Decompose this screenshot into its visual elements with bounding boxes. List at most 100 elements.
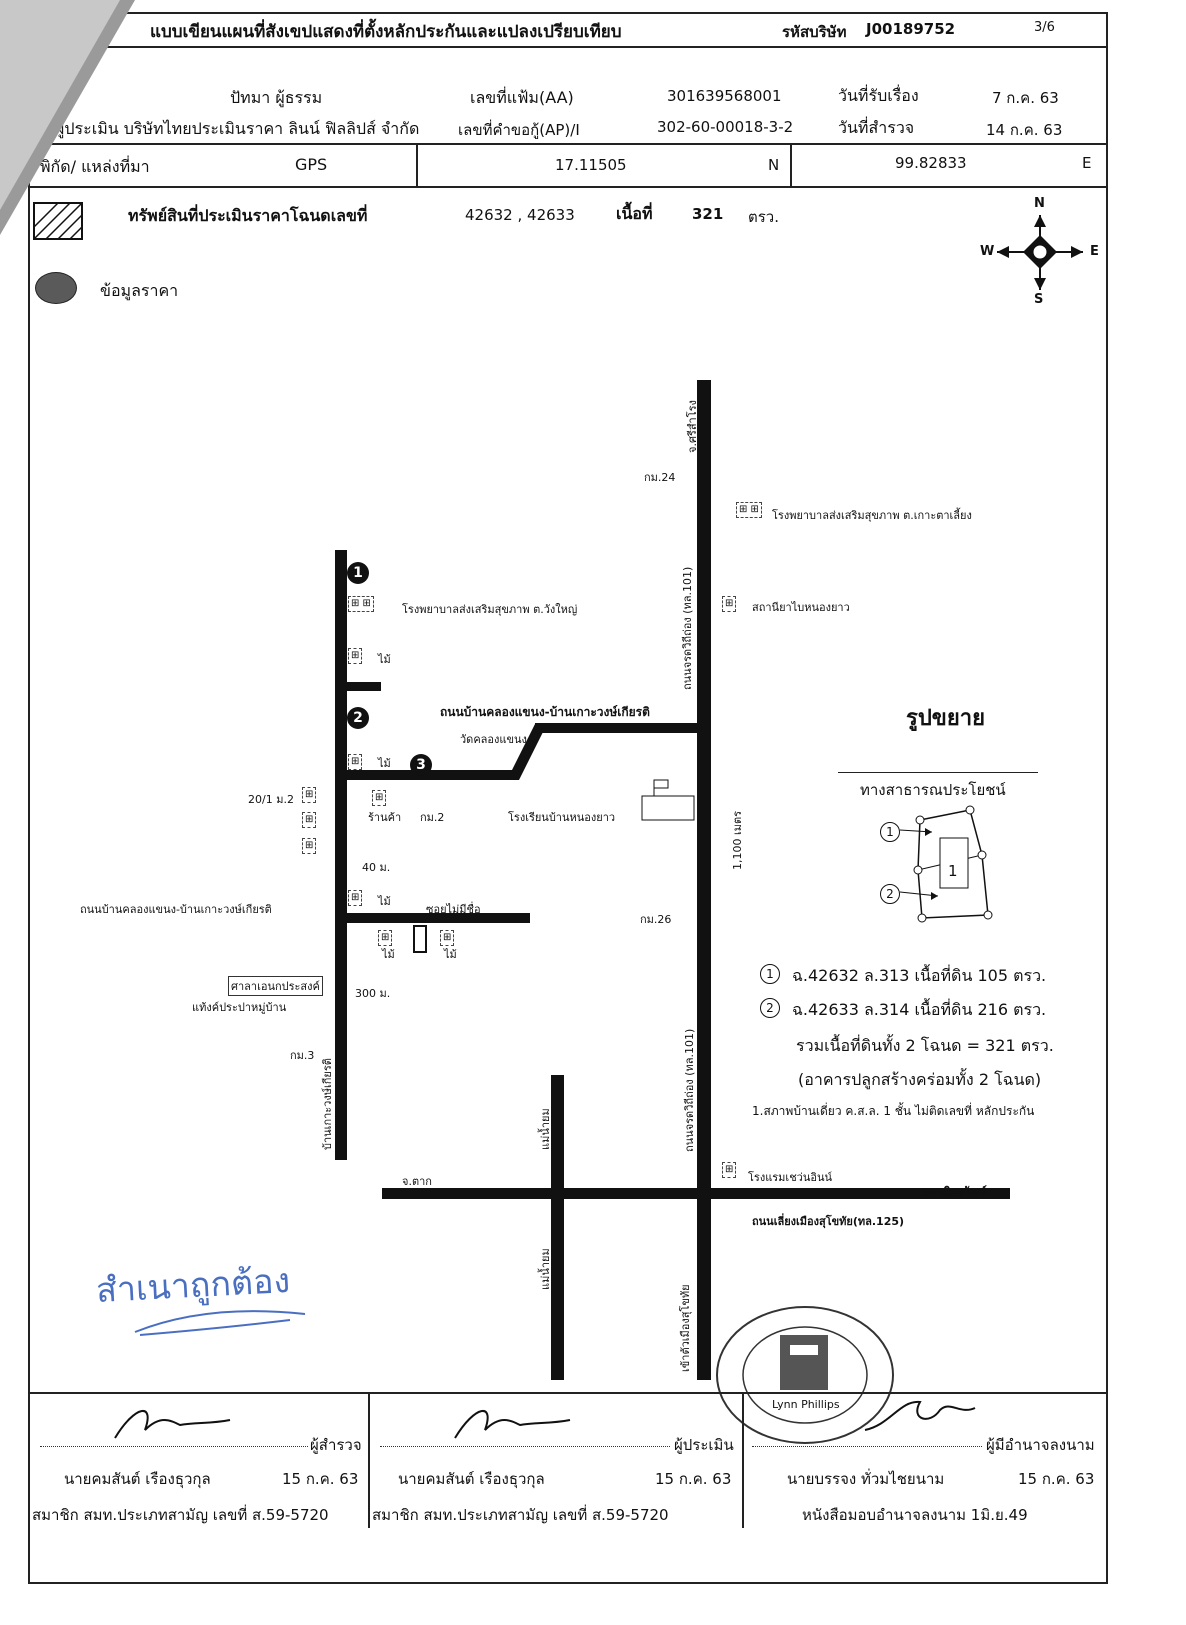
label-wood-c: ไม้ (378, 895, 391, 908)
label-hotel: โรงแรมเชว่นอินน์ (748, 1171, 833, 1184)
label-km26: กม.26 (640, 913, 672, 926)
appraiser-member: สมาชิก สมท.ประเภทสามัญ เลขที่ ส.59-5720 (372, 1506, 669, 1524)
road-to-temple (347, 770, 517, 780)
asset-label: ทรัพย์สินที่ประเมินราคาโฉนดเลขที่ (128, 206, 368, 225)
received-date: 7 ก.ค. 63 (992, 89, 1059, 107)
loan-req-no: 302-60-00018-3-2 (657, 118, 794, 136)
footer-dots (380, 1446, 670, 1447)
label-soi: ซอยไม่มีชื่อ (426, 903, 481, 916)
building-icon: ⊞ ⊞ (348, 596, 374, 612)
surveyor-role: ผู้สำรวจ (310, 1436, 362, 1454)
label-tak: จ.ตาก (402, 1175, 432, 1188)
label-40m: 40 ม. (362, 861, 391, 874)
road-temple-to-highway (535, 723, 700, 733)
label-house-201: 20/1 ม.2 (248, 793, 294, 806)
header-divider (28, 46, 1106, 48)
appraiser-date: 15 ก.ค. 63 (655, 1470, 732, 1488)
deed-note-1: 1.สภาพบ้านเดี่ยว ค.ส.ล. 1 ชั้น ไม่ติดเลข… (752, 1104, 1035, 1118)
label-shop: ร้านค้า (368, 811, 402, 824)
building-icon: ⊞ (348, 890, 363, 906)
label-yom-2: แม่น้ำยม (539, 1248, 552, 1290)
deed-building-note: (อาคารปลูกสร้างคร่อมทั้ง 2 โฉนด) (798, 1070, 1042, 1089)
authorized-letter: หนังสือมอบอำนาจลงนาม 1มิ.ย.49 (802, 1506, 1028, 1524)
longitude-dir: E (1082, 154, 1092, 172)
surveyor-name: นายคมสันต์ เรืองธุวกุล (64, 1470, 211, 1488)
label-hospital-2: โรงพยาบาลส่งเสริมสุขภาพ ต.วังใหญ่ (402, 603, 578, 616)
footer-dots (40, 1446, 308, 1447)
footer-col (368, 1392, 370, 1528)
inset-plot-diagram (899, 805, 993, 923)
label-300m: 300 ม. (355, 987, 391, 1000)
received-label: วันที่รับเรื่อง (838, 86, 919, 105)
label-wood-b: ไม้ (378, 757, 391, 770)
footer-dots (752, 1446, 982, 1447)
latitude: 17.11505 (555, 156, 627, 174)
building-icon: ⊞ (722, 596, 737, 612)
surveyor-date: 15 ก.ค. 63 (282, 1470, 359, 1488)
label-temple: วัดคลองแขนง (460, 733, 527, 746)
header-divider (28, 143, 1106, 145)
inset-circle-2: 2 (880, 884, 900, 904)
building-icon: ⊞ (372, 790, 387, 806)
label-water-tank: แท้งค์ประปาหมู่บ้าน (192, 1001, 287, 1014)
school-icon (641, 779, 695, 821)
page-title: แบบเขียนแผนที่สังเขปแสดงที่ตั้งหลักประกั… (150, 22, 622, 42)
authorized-name: นายบรรจง ทั่วมไชยนาม (787, 1470, 945, 1488)
compass-w: W (980, 244, 995, 259)
coord-label: พิกัด/ แหล่งที่มา (40, 157, 150, 176)
building-icon: ⊞ (302, 812, 317, 828)
appraiser-name: นายคมสันต์ เรืองธุวกุล (398, 1470, 545, 1488)
building-icon: ⊞ (378, 930, 393, 946)
label-sala: ศาลาเอนกประสงค์ (228, 976, 323, 996)
company-seal-icon (716, 1306, 894, 1444)
marker-3: 3 (410, 754, 432, 776)
file-no: 301639568001 (667, 87, 782, 105)
label-km2: กม.2 (420, 811, 445, 824)
coord-divider (416, 143, 418, 186)
highway-101 (697, 380, 711, 1380)
file-no-label: เลขที่แฟ้ม(AA) (470, 88, 574, 107)
short-spur-road (347, 682, 381, 691)
soi-no-name (347, 913, 530, 923)
footer-col (742, 1392, 744, 1528)
authorized-role: ผู้มีอำนาจลงนาม (986, 1436, 1095, 1454)
authorized-date: 15 ก.ค. 63 (1018, 1470, 1095, 1488)
singhawat-road (382, 1188, 1010, 1199)
price-label: ข้อมูลราคา (100, 281, 179, 300)
plot-marker (413, 925, 427, 953)
label-wood-d: ไม้ (382, 948, 395, 961)
label-hospital-1: โรงพยาบาลส่งเสริมสุขภาพ ต.เกาะตาเลี้ยง (772, 509, 972, 522)
deed-numbers: 42632 , 42633 (465, 206, 575, 224)
label-wood-a: ไม้ (378, 653, 391, 666)
page-number: 3/6 (1034, 20, 1055, 35)
label-yom-1: แม่น้ำยม (539, 1108, 552, 1150)
price-dot-icon (35, 272, 77, 304)
hatched-legend-icon (33, 202, 83, 240)
longitude: 99.82833 (895, 154, 967, 172)
left-village-road (335, 550, 347, 1160)
folded-corner (0, 0, 135, 235)
inset-plot-number: 1 (948, 862, 958, 880)
deed-1-circle: 1 (760, 964, 780, 984)
inset-circle-1: 1 (880, 822, 900, 842)
building-icon: ⊞ ⊞ (736, 502, 762, 518)
area-unit: ตรว. (748, 208, 779, 226)
compass-s: S (1034, 292, 1044, 307)
label-bypass: ถนนเลี่ยงเมืองสุโขทัย(ทล.125) (752, 1215, 905, 1228)
label-main-road-upper: ถนนจรดวิถีถ่อง (ทล.101) (681, 566, 694, 690)
label-1100m: 1,100 เมตร (731, 810, 744, 870)
document-frame (28, 12, 1108, 1584)
label-road-north: จ.ศรีสำโรง (686, 400, 699, 453)
building-icon: ⊞ (348, 754, 363, 770)
label-km24: กม.24 (644, 471, 676, 484)
latitude-dir: N (768, 156, 780, 174)
company-code-label: รหัสบริษัท (782, 23, 847, 41)
inset-public-road: ทางสาธารณประโยชน์ (860, 781, 1006, 799)
label-wood-e: ไม้ (444, 948, 457, 961)
owner-name: ปัทมา ผู้ธรรม (230, 88, 323, 107)
deed-1-text: ฉ.42632 ล.313 เนื้อที่ดิน 105 ตรว. (792, 966, 1047, 985)
diagonal-road (507, 724, 547, 780)
mae-nam-yom-road (551, 1075, 564, 1380)
company-code: J00189752 (866, 20, 956, 38)
authorized-signature (864, 1400, 976, 1431)
